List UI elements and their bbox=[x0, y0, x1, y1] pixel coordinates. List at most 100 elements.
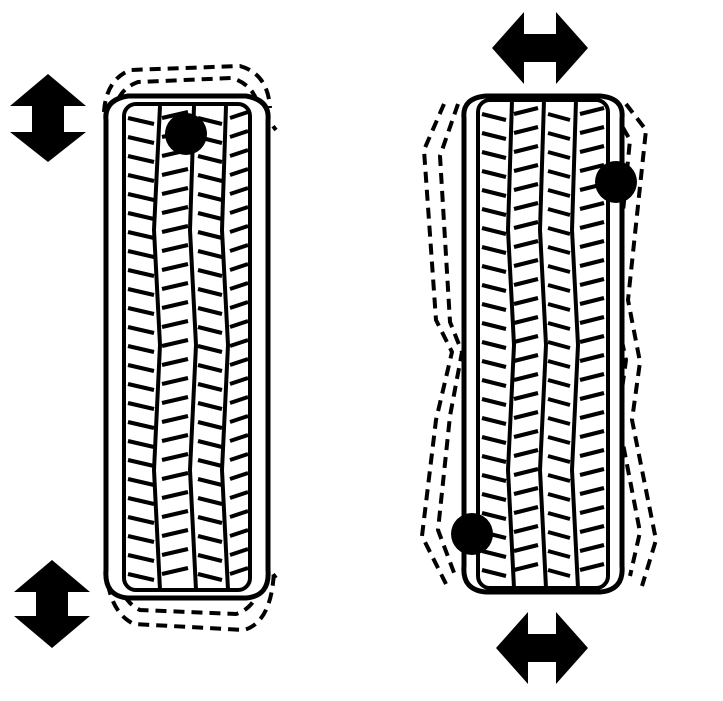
tread-hatch bbox=[547, 340, 571, 350]
tread-hatch bbox=[579, 144, 605, 154]
tread-hatch bbox=[513, 315, 539, 325]
tread-hatch bbox=[197, 572, 223, 582]
tread-hatch bbox=[197, 287, 223, 297]
tread-hatch bbox=[161, 509, 189, 519]
tread-hatch bbox=[229, 433, 249, 443]
tread-hatch bbox=[481, 169, 507, 179]
tread-hatch bbox=[481, 302, 507, 312]
tread-hatch bbox=[197, 420, 223, 430]
tread-hatch bbox=[127, 458, 155, 468]
tread-hatch bbox=[547, 568, 571, 578]
tread-hatch bbox=[161, 167, 189, 177]
tread-hatch bbox=[513, 144, 539, 154]
tread-hatch bbox=[513, 277, 539, 287]
tread-hatch bbox=[229, 509, 249, 519]
tread-hatch bbox=[513, 562, 539, 572]
tread-hatch bbox=[547, 226, 571, 236]
tread-hatch bbox=[161, 490, 189, 500]
tread-hatch bbox=[197, 382, 223, 392]
tread-hatch bbox=[229, 224, 249, 234]
tread-hatch bbox=[579, 524, 605, 534]
tread-hatch bbox=[547, 492, 571, 502]
tread-hatch bbox=[197, 458, 223, 468]
tread-hatch bbox=[197, 553, 223, 563]
tread-hatch bbox=[197, 496, 223, 506]
tread-hatch bbox=[197, 154, 223, 164]
tread-hatch bbox=[513, 106, 539, 116]
tread-hatch bbox=[229, 243, 249, 253]
tread-hatch bbox=[127, 534, 155, 544]
tread-hatch bbox=[579, 125, 605, 135]
tread-hatch bbox=[513, 524, 539, 534]
tread-hatch bbox=[229, 205, 249, 215]
tread-hatch bbox=[229, 319, 249, 329]
tread-hatch bbox=[161, 471, 189, 481]
tread-hatch bbox=[481, 150, 507, 160]
tread-hatch bbox=[229, 452, 249, 462]
tread-hatch bbox=[161, 300, 189, 310]
tread-hatch bbox=[161, 205, 189, 215]
tread-hatch bbox=[127, 211, 155, 221]
tread-hatch bbox=[481, 359, 507, 369]
tread-hatch bbox=[579, 277, 605, 287]
tread-hatch bbox=[547, 416, 571, 426]
tread-hatch bbox=[229, 110, 249, 120]
tread-grooves bbox=[151, 105, 231, 591]
tread-hatch bbox=[197, 439, 223, 449]
tread-hatch bbox=[229, 338, 249, 348]
tread-hatch bbox=[229, 490, 249, 500]
tread-hatch bbox=[481, 568, 507, 578]
tread-hatch bbox=[547, 378, 571, 388]
tread-hatch bbox=[513, 505, 539, 515]
tread-hatch bbox=[197, 211, 223, 221]
tread-hatch bbox=[547, 321, 571, 331]
weight-dot-icon bbox=[165, 113, 207, 155]
tread-hatch bbox=[229, 547, 249, 557]
tread-hatch bbox=[161, 319, 189, 329]
tread-hatch bbox=[547, 283, 571, 293]
tread-hatch bbox=[197, 192, 223, 202]
tread-hatch bbox=[197, 249, 223, 259]
tread-hatch bbox=[579, 163, 605, 173]
tread-hatch bbox=[229, 186, 249, 196]
tread-hatch bbox=[197, 344, 223, 354]
tread-hatch bbox=[579, 258, 605, 268]
tread-hatch bbox=[161, 281, 189, 291]
tread-hatch bbox=[229, 300, 249, 310]
tread-hatch bbox=[579, 467, 605, 477]
tread-hatch bbox=[229, 262, 249, 272]
tread-hatch bbox=[547, 112, 571, 122]
weight-dot-icon bbox=[595, 161, 637, 203]
tread-hatch bbox=[513, 372, 539, 382]
tread-hatch bbox=[127, 401, 155, 411]
tread-hatch bbox=[547, 549, 571, 559]
tire-tread-band bbox=[122, 102, 252, 592]
tread-hatch bbox=[127, 306, 155, 316]
tread-hatch bbox=[513, 429, 539, 439]
tread-hatch bbox=[579, 315, 605, 325]
tread-hatch bbox=[481, 511, 507, 521]
tread-hatch bbox=[547, 302, 571, 312]
tread-hatch bbox=[513, 391, 539, 401]
tread-hatch bbox=[481, 549, 507, 559]
tread-hatch bbox=[197, 116, 223, 126]
tread-hatch bbox=[513, 258, 539, 268]
tread-hatch bbox=[127, 363, 155, 373]
tread-hatch bbox=[481, 397, 507, 407]
tread-hatch bbox=[481, 435, 507, 445]
tread-hatch bbox=[197, 534, 223, 544]
dynamic-imbalance-figure bbox=[419, 93, 659, 595]
tread-grooves bbox=[505, 99, 581, 589]
tread-hatch bbox=[127, 230, 155, 240]
tread-hatch bbox=[127, 325, 155, 335]
tread-hatch bbox=[161, 566, 189, 576]
tread-hatch bbox=[161, 547, 189, 557]
tread-hatch bbox=[197, 173, 223, 183]
tread-hatch bbox=[579, 239, 605, 249]
tread-hatch bbox=[579, 372, 605, 382]
static-imbalance-figure bbox=[102, 63, 278, 633]
tread-hatch bbox=[579, 505, 605, 515]
tread-hatch bbox=[481, 378, 507, 388]
tread-hatch bbox=[127, 515, 155, 525]
